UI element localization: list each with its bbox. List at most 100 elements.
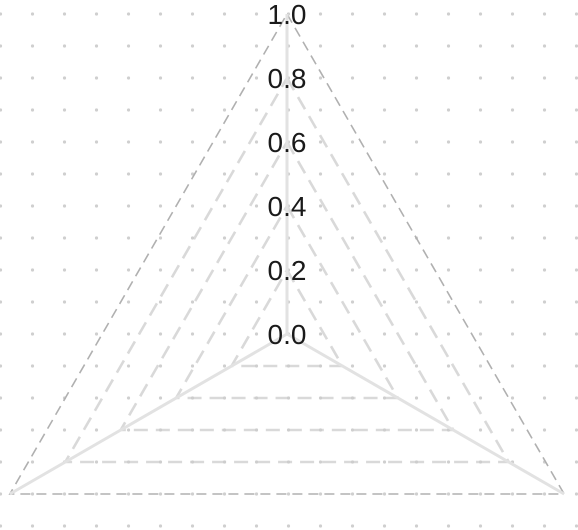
- background-dot: [318, 76, 323, 80]
- background-dot: [318, 108, 323, 112]
- background-dot: [446, 204, 451, 208]
- background-dot: [30, 396, 35, 400]
- background-dot: [94, 492, 99, 496]
- background-dot: [382, 524, 387, 528]
- background-dot: [190, 524, 195, 528]
- background-dot: [478, 492, 483, 496]
- background-dot: [126, 108, 131, 112]
- background-dot: [478, 364, 483, 368]
- background-dot: [318, 492, 323, 496]
- background-dot: [62, 172, 67, 176]
- background-dot: [94, 204, 99, 208]
- background-dot: [318, 460, 323, 464]
- background-dot: [94, 524, 99, 528]
- background-dot: [510, 524, 515, 528]
- background-dot: [94, 236, 99, 240]
- background-dot: [350, 268, 355, 272]
- background-dot: [382, 492, 387, 496]
- background-dot: [0, 396, 3, 400]
- background-dot: [0, 44, 3, 48]
- background-dot: [158, 396, 163, 400]
- background-dot: [62, 236, 67, 240]
- background-dot: [30, 204, 35, 208]
- background-dot: [574, 268, 578, 272]
- background-dot: [446, 332, 451, 336]
- background-dot: [574, 44, 578, 48]
- background-dot: [0, 204, 3, 208]
- background-dot: [0, 524, 3, 528]
- background-dot: [350, 364, 355, 368]
- background-dot: [414, 332, 419, 336]
- background-dot: [222, 396, 227, 400]
- background-dot: [574, 332, 578, 336]
- background-dot: [382, 76, 387, 80]
- background-dot: [158, 268, 163, 272]
- background-dot: [350, 12, 355, 16]
- background-dot: [478, 140, 483, 144]
- background-dot: [0, 428, 3, 432]
- background-dot: [510, 236, 515, 240]
- background-dot: [478, 204, 483, 208]
- background-dot: [62, 140, 67, 144]
- background-dot: [222, 300, 227, 304]
- background-dot: [158, 524, 163, 528]
- background-dot: [30, 140, 35, 144]
- background-dot: [30, 236, 35, 240]
- background-dot: [190, 268, 195, 272]
- background-dot: [126, 172, 131, 176]
- background-dot: [478, 108, 483, 112]
- background-dot: [350, 204, 355, 208]
- background-dot: [254, 12, 259, 16]
- grid-ring-1.0: [8, 12, 566, 495]
- background-dot: [542, 76, 547, 80]
- background-dot: [94, 172, 99, 176]
- background-dot: [510, 44, 515, 48]
- background-dot: [350, 492, 355, 496]
- background-dot: [126, 428, 131, 432]
- background-dot: [510, 172, 515, 176]
- background-dot: [510, 332, 515, 336]
- background-dot: [126, 236, 131, 240]
- background-dot: [382, 364, 387, 368]
- background-dot: [542, 268, 547, 272]
- background-dot: [446, 140, 451, 144]
- background-dot: [574, 524, 578, 528]
- background-dot: [574, 428, 578, 432]
- background-dot: [126, 524, 131, 528]
- background-dot: [30, 44, 35, 48]
- background-dot: [446, 460, 451, 464]
- background-dot: [94, 428, 99, 432]
- background-dot: [510, 428, 515, 432]
- background-dot: [62, 76, 67, 80]
- background-dot: [190, 108, 195, 112]
- background-dot: [574, 460, 578, 464]
- background-dot: [30, 492, 35, 496]
- background-dot: [414, 524, 419, 528]
- background-dot: [574, 300, 578, 304]
- background-dot: [30, 76, 35, 80]
- background-dot: [350, 172, 355, 176]
- background-dot: [414, 172, 419, 176]
- background-dot: [510, 140, 515, 144]
- background-dot: [446, 12, 451, 16]
- background-dot: [30, 428, 35, 432]
- background-dot: [542, 12, 547, 16]
- background-dot: [158, 204, 163, 208]
- background-dot: [30, 172, 35, 176]
- background-dot: [478, 268, 483, 272]
- background-dot: [126, 364, 131, 368]
- background-dot: [478, 300, 483, 304]
- background-dot: [510, 108, 515, 112]
- background-dot: [382, 300, 387, 304]
- background-dot: [158, 108, 163, 112]
- background-dot: [94, 76, 99, 80]
- background-dot: [0, 492, 3, 496]
- background-dot: [62, 268, 67, 272]
- background-dot: [446, 108, 451, 112]
- background-dot: [190, 300, 195, 304]
- background-dot: [542, 204, 547, 208]
- background-dot: [478, 332, 483, 336]
- background-dot: [222, 76, 227, 80]
- radial-tick-label: 1.0: [268, 0, 307, 30]
- background-dot: [350, 140, 355, 144]
